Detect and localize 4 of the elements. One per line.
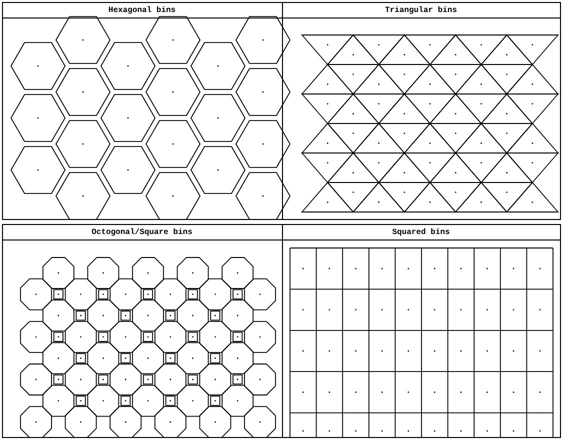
panel: Octogonal/Square bins [2, 224, 283, 438]
panel: Squared bins [282, 224, 561, 438]
panel: Hexagonal bins [2, 2, 283, 220]
panel: Triangular bins [282, 2, 561, 220]
